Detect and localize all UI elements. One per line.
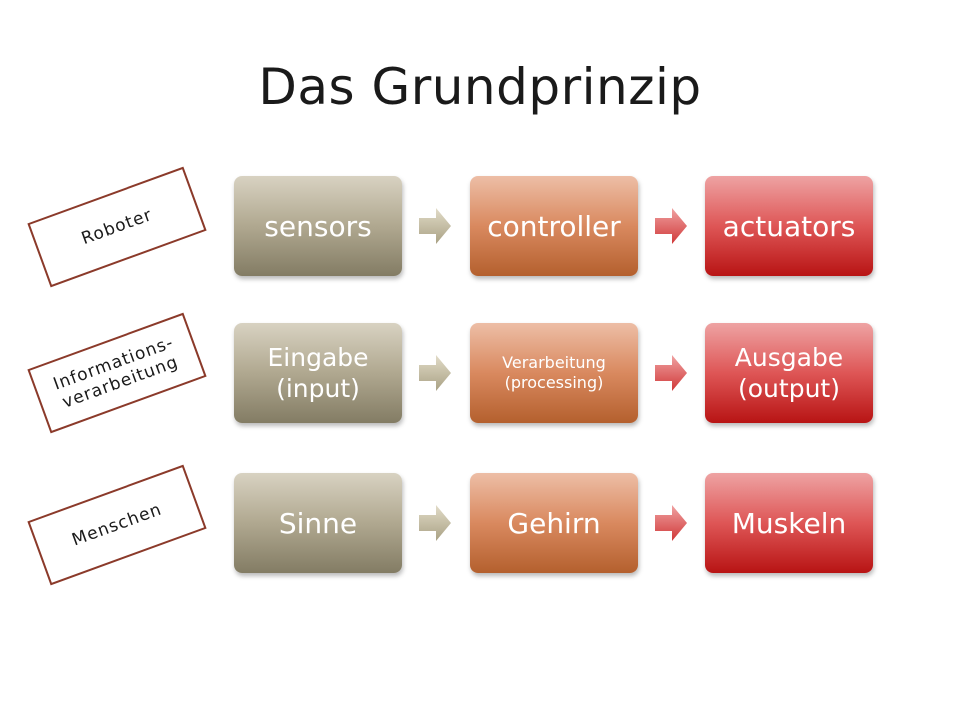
box-eingabe: Eingabe (input) (234, 323, 402, 423)
box-label: Gehirn (507, 506, 601, 540)
box-actuators: actuators (705, 176, 873, 276)
box-sinne: Sinne (234, 473, 402, 573)
box-gehirn: Gehirn (470, 473, 638, 573)
arrow-right-icon (655, 355, 687, 391)
row-tag-label: Menschen (69, 499, 165, 551)
arrow-right-icon (419, 355, 451, 391)
box-sensors: sensors (234, 176, 402, 276)
arrow-right-icon (655, 505, 687, 541)
row-tag-menschen: Menschen (27, 464, 207, 586)
box-label-line2: (output) (738, 374, 840, 403)
page-title: Das Grundprinzip (258, 58, 702, 116)
arrow-right-icon (419, 505, 451, 541)
box-label: actuators (722, 209, 856, 243)
box-label: Muskeln (731, 506, 847, 540)
box-label: Sinne (278, 506, 358, 540)
box-label-line1: Ausgabe (734, 342, 844, 372)
box-muskeln: Muskeln (705, 473, 873, 573)
box-label-line1: Eingabe (267, 342, 369, 372)
row-tag-label: Roboter (78, 204, 156, 249)
box-verarbeitung: Verarbeitung (processing) (470, 323, 638, 423)
box-ausgabe: Ausgabe (output) (705, 323, 873, 423)
box-label-line2: (input) (276, 374, 360, 403)
box-label: controller (487, 209, 621, 243)
arrow-right-icon (419, 208, 451, 244)
box-controller: controller (470, 176, 638, 276)
box-label: sensors (264, 209, 372, 243)
row-tag-informationsverarbeitung: Informations- verarbeitung (27, 312, 207, 434)
box-label-line2: (processing) (504, 373, 604, 392)
box-label-line1: Verarbeitung (502, 353, 606, 372)
row-tag-roboter: Roboter (27, 166, 207, 288)
arrow-right-icon (655, 208, 687, 244)
